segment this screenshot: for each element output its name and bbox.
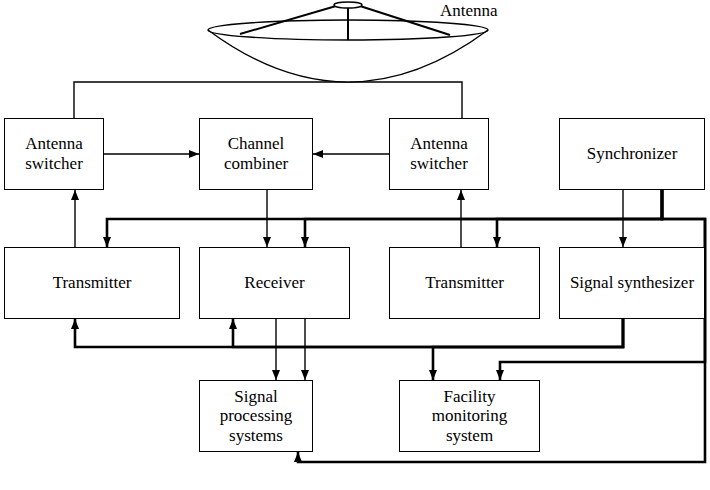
box-label: Antenna switcher	[396, 134, 482, 173]
connector	[433, 319, 623, 380]
connector	[497, 190, 662, 247]
connector	[74, 190, 75, 247]
box-label: Synchronizer	[587, 144, 678, 164]
connector	[74, 82, 348, 118]
switch-box: Antenna switcher	[389, 118, 489, 190]
antenna-label: Antenna	[440, 1, 498, 20]
connector	[107, 190, 662, 247]
box-label: Signal processing systems	[206, 387, 306, 446]
combiner-box: Channel combiner	[199, 118, 313, 190]
synth-box: Signal synthesizer	[559, 247, 705, 319]
box-label: Signal synthesizer	[570, 273, 694, 293]
connector	[233, 319, 623, 347]
connector	[75, 319, 623, 347]
transmitter-box: Transmitter	[389, 247, 540, 319]
connector	[298, 190, 705, 462]
box-label: Receiver	[244, 273, 304, 293]
connector	[305, 190, 662, 247]
antenna-dish: Antenna	[200, 0, 520, 84]
connector	[275, 319, 276, 380]
box-label: Transmitter	[53, 273, 132, 293]
transmitter-box: Transmitter	[4, 247, 180, 319]
processing-box: Signal processing systems	[199, 380, 313, 452]
sync-box: Synchronizer	[559, 118, 705, 190]
box-label: Facility monitoring system	[406, 387, 533, 446]
box-label: Antenna switcher	[11, 134, 97, 173]
connector	[313, 153, 389, 154]
connector	[348, 82, 462, 118]
monitor-box: Facility monitoring system	[399, 380, 540, 452]
connector	[104, 153, 199, 154]
connector	[304, 319, 305, 380]
box-label: Channel combiner	[206, 134, 306, 173]
receiver-box: Receiver	[199, 247, 350, 319]
box-label: Transmitter	[425, 273, 504, 293]
switch-box: Antenna switcher	[4, 118, 104, 190]
